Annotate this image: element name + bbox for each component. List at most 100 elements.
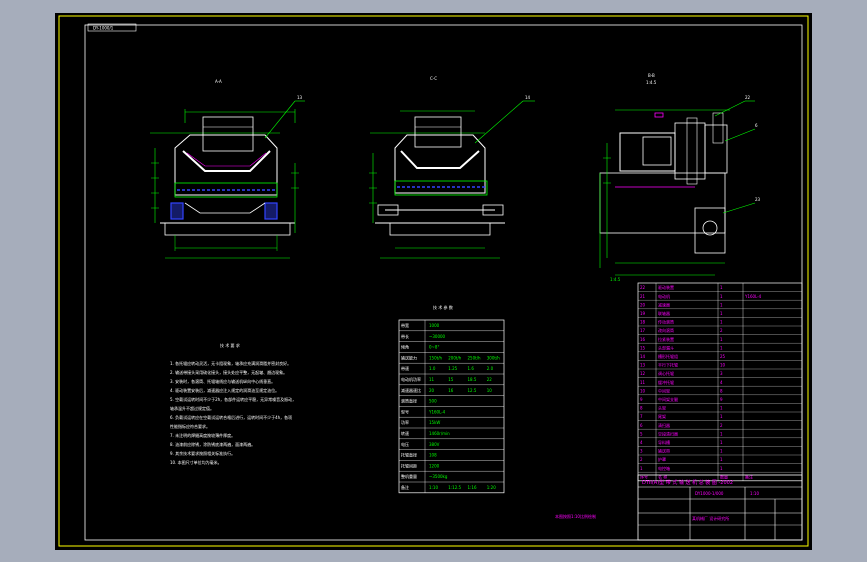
drawing-scale: 1:10 [750,491,759,496]
parts-cell: 22 [640,285,646,290]
inner-frame [84,24,803,541]
params-row-value: 1:12.5 [448,485,461,490]
note-line: 10. 本图尺寸单位均为毫米。 [170,459,222,465]
parts-cell: 1 [720,406,723,411]
params-row-value: ~3500kg [429,474,448,479]
params-row-label: 滚筒直径 [401,398,417,404]
parts-cell: 7 [640,414,643,419]
params-row-value: 0~8° [429,345,439,350]
parts-cell: 5 [640,431,643,436]
params-row-value: 20 [429,388,435,393]
parts-cell: 12 [640,371,646,376]
parts-cell: 数量 [720,473,728,479]
parts-cell: 17 [640,328,646,333]
parts-cell: 平行下托辊 [658,362,678,368]
parts-cell: 中间架支腿 [658,396,678,402]
params-row-value: 1:16 [468,485,477,490]
parts-cell: 电动机 [658,293,670,299]
outer-frame [58,15,809,547]
params-row-value: 380V [429,442,440,447]
params-row-value: ~30000 [429,334,446,339]
params-row-value: Y160L-4 [428,409,446,414]
parts-cell: 1 [720,449,723,454]
parts-border [637,282,803,482]
params-row-label: 备注 [401,484,409,490]
params-row-label: 托辊直径 [401,452,417,458]
svg-text:1:4.5: 1:4.5 [610,277,621,282]
params-row-value: 1.0 [429,366,436,371]
params-row-label: 倾角 [401,344,409,350]
parts-cell: 空段清扫器 [658,430,678,436]
parts-cell: 9 [640,397,643,402]
params-row-label: 电动机功率 [401,376,421,382]
note-line: 性能指标应符合要求。 [170,423,210,429]
parts-cell: 3 [640,449,643,454]
params-row-value: 12.5 [468,388,477,393]
notes-title: 技 术 要 求 [220,342,240,348]
cad-viewport[interactable]: DY-1000/1 A-A [55,13,812,550]
footer-note: 本图按照1:10比例绘制 [555,513,596,519]
parts-cell: 15 [640,345,646,350]
parts-cell: 16 [640,337,646,342]
parts-cell: 1 [720,431,723,436]
notes-lines: 1. 各托辊应转动灵活，无卡阻现象，轴承应充满润滑脂并密封良好。2. 输送带接头… [170,360,296,465]
parts-cell: 20 [640,302,646,307]
parts-cell: 9 [720,397,723,402]
view-c-c: C-C 14 [369,76,535,259]
parts-cell: 1 [720,320,723,325]
parts-cell: 1 [720,337,723,342]
parts-cell: 8 [720,388,723,393]
drawing-title: DTII(A)型 带 式 输 送 机 总 装 图 -2002 [642,479,733,486]
params-row-label: 减速器速比 [401,387,421,393]
params-row-value: 16 [448,388,454,393]
parts-cell: 1 [720,414,723,419]
parts-cell: 备注 [745,473,753,479]
parts-cell: 10 [720,363,726,368]
params-row-value: 250t/h [468,355,482,360]
params-row-label: 带宽 [401,322,409,328]
parts-cell: 导料槽 [658,439,670,445]
params-row-value: 1200 [429,463,440,468]
parts-cell: 电控箱 [658,465,670,471]
params-row-value: 15kW [429,420,440,425]
params-row-value: 1:10 [429,485,438,490]
parts-cell: 中间架 [658,387,670,393]
params-row-value: 1460r/min [429,431,450,436]
parts-cell: 改向滚筒 [658,327,674,333]
view-b-b: B-B 1:4.5 1:4.5 [599,73,761,282]
parts-cell: 1 [720,302,723,307]
parts-cell: 1 [720,466,723,471]
params-row-value: 500 [429,399,437,404]
note-line: 5. 空载试运转时间不少于2h，各部件运转应平稳，无异常噪音及振动， [170,396,296,402]
note-line: 1. 各托辊应转动灵活，无卡阻现象，轴承应充满润滑脂并密封良好。 [170,360,291,366]
params-row-label: 整机重量 [401,473,417,479]
params-row-value: 108 [429,453,437,458]
parts-cell: 联轴器 [658,310,670,316]
view-b-b-label: B-B [648,73,655,78]
parts-cell: 14 [640,354,646,359]
drawing-number: DY1000-1/000 [695,491,724,496]
note-line: 3. 安装时，各滚筒、托辊轴线应与输送机纵向中心线垂直。 [170,378,275,384]
params-row-label: 转速 [401,430,409,436]
sheet-tag-label: DY-1000/1 [93,26,114,31]
params-row-value: 10 [487,388,493,393]
parts-cell: 4 [640,440,643,445]
parts-cell: 清扫器 [658,422,670,428]
parts-cell: 18 [640,320,646,325]
params-row-label: 型号 [401,408,409,414]
drawing-sheet: DY-1000/1 A-A [58,15,809,547]
sheet-tag: DY-1000/1 [87,23,137,32]
parts-cell: 名 称 [658,473,667,479]
params-row-value: 1.6 [468,366,475,371]
params-row-label: 功率 [401,419,409,425]
svg-text:1:4.5: 1:4.5 [646,80,657,85]
parts-cell: 1 [720,440,723,445]
note-line: 9. 其余技术要求按照相关标准执行。 [170,450,235,456]
params-row-label: 带长 [401,333,409,339]
parts-cell: 6 [640,423,643,428]
note-line: 7. 未注明的焊缝高度按较薄件厚度。 [170,432,235,438]
